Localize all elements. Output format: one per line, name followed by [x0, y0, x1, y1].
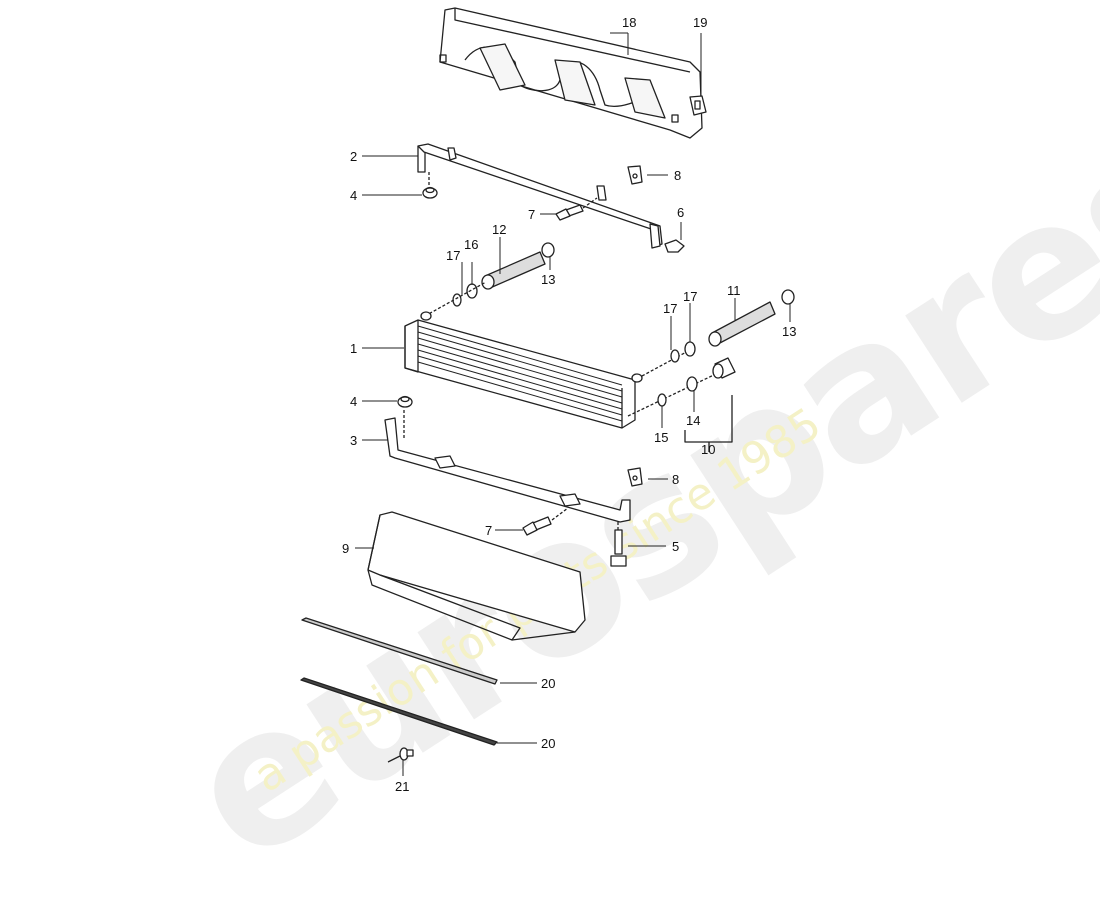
diagram-drawing	[300, 7, 795, 776]
clamp-part-13-lower	[781, 289, 795, 305]
callout-19: 19	[693, 15, 708, 30]
callout-7-upper: 7	[528, 207, 536, 222]
callout-4-lower: 4	[350, 394, 358, 409]
oring-part-17-lower	[670, 349, 680, 363]
hose-part-11	[708, 301, 776, 347]
nut-part-4-upper	[422, 186, 438, 199]
callout-17-upper: 17	[446, 248, 461, 263]
oring-part-15	[657, 393, 667, 407]
callout-2: 2	[350, 149, 358, 164]
clip-part-19	[689, 95, 707, 116]
callout-5: 5	[672, 539, 680, 554]
callout-13-upper: 13	[541, 272, 556, 287]
callout-8-lower: 8	[672, 472, 680, 487]
callout-10: 10	[701, 442, 716, 457]
callout-8-upper: 8	[674, 168, 682, 183]
parts-diagram: eurospares a passion for parts since 198…	[150, 7, 1100, 905]
callout-3: 3	[350, 433, 358, 448]
callout-4-upper: 4	[350, 188, 358, 203]
callout-6: 6	[677, 205, 685, 220]
callout-15: 15	[654, 430, 669, 445]
hose-part-12	[481, 251, 546, 290]
callout-7-lower: 7	[485, 523, 493, 538]
callout-13-lower: 13	[782, 324, 797, 339]
oil-cooler-part-1	[404, 311, 643, 429]
callout-12: 12	[492, 222, 507, 237]
nut-part-4-lower	[397, 395, 413, 408]
callout-21: 21	[395, 779, 410, 794]
seal-strip-part-20-lower	[300, 677, 498, 746]
bolt-part-5	[610, 522, 627, 567]
washer-part-14	[686, 376, 698, 392]
rivet-part-21	[387, 747, 414, 763]
clip-part-8-lower	[627, 467, 643, 487]
bolt-part-7-lower	[522, 507, 569, 536]
air-duct-part-9	[367, 511, 586, 641]
callout-17-lower: 17	[663, 301, 678, 316]
clip-nut-part-6	[664, 239, 685, 253]
callout-14: 14	[686, 413, 701, 428]
fitting-part-10	[712, 357, 736, 379]
bolt-part-7-upper	[555, 197, 598, 221]
callout-16-lower: 17	[683, 289, 698, 304]
callout-11: 11	[727, 283, 741, 298]
callout-20-upper: 20	[541, 676, 556, 691]
washer-part-16-lower	[684, 341, 696, 357]
callout-20-lower: 20	[541, 736, 556, 751]
shroud-part-18	[439, 7, 703, 139]
callout-9: 9	[342, 541, 350, 556]
callout-16-upper: 16	[464, 237, 479, 252]
callout-18: 18	[622, 15, 637, 30]
upper-bracket-part-2	[417, 143, 663, 249]
callout-1: 1	[350, 341, 358, 356]
seal-strip-part-20-upper	[301, 617, 498, 685]
clip-part-8-upper	[627, 165, 643, 185]
lower-bracket-part-3	[384, 417, 631, 523]
oring-part-17-upper	[452, 293, 462, 307]
washer-part-16-upper	[466, 283, 478, 299]
clamp-part-13-upper	[541, 242, 555, 258]
